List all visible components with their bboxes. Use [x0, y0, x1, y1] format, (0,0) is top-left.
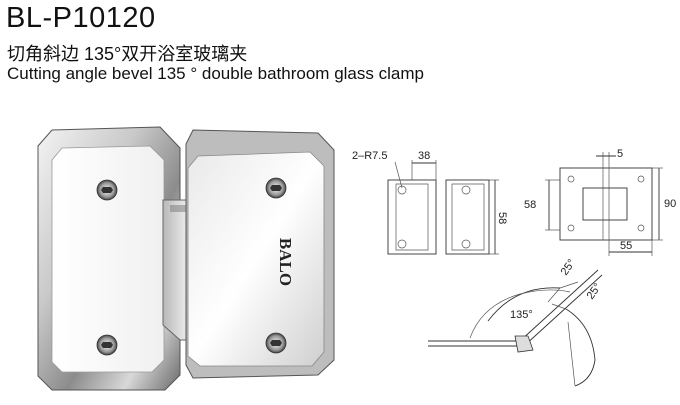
- drawing-angle-view: 135° 25° 25°: [428, 257, 604, 387]
- left-clamp-plate: [37, 126, 181, 391]
- product-code: BL-P10120: [6, 2, 156, 34]
- angle-25-top-label: 25°: [559, 257, 578, 278]
- product-title-chinese: 切角斜边 135°双开浴室玻璃夹: [7, 44, 248, 64]
- dimension-height-58: 58: [496, 212, 508, 224]
- dimension-height-90: 90: [664, 198, 676, 210]
- right-clamp-plate: BALO: [185, 129, 335, 379]
- dimension-radius: 2–R7.5: [352, 150, 387, 162]
- brand-logo: BALO: [276, 238, 295, 286]
- angle-25-side-label: 25°: [585, 281, 604, 302]
- dimension-gap-5: 5: [617, 148, 623, 160]
- angle-135-label: 135°: [510, 309, 533, 321]
- drawing-glass-cutout: 38 2–R7.5 58: [352, 150, 508, 255]
- dimension-height-58-front: 58: [524, 199, 536, 211]
- drawing-front-view: 5 58 90 55: [524, 148, 676, 256]
- dimension-width-38: 38: [418, 150, 430, 162]
- product-title-english: Cutting angle bevel 135 ° double bathroo…: [7, 64, 424, 83]
- dimension-width-55: 55: [620, 240, 632, 252]
